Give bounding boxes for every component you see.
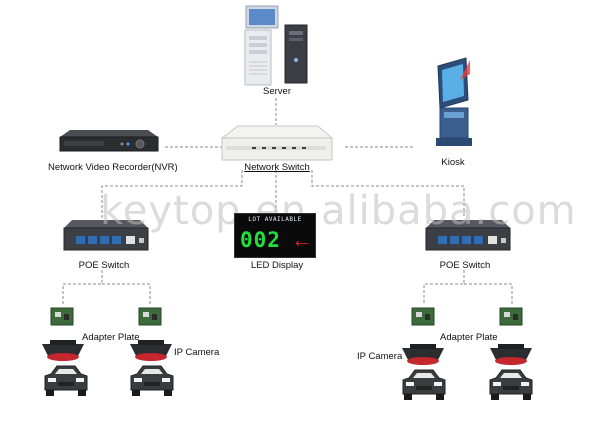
link-poe-right-b — [464, 283, 513, 305]
adapter-plate-icon — [499, 307, 523, 326]
adapter-plate-icon — [138, 307, 162, 326]
adapter-plate-icon — [50, 307, 74, 326]
ip-camera-right-label: IP Camera — [357, 351, 403, 362]
network-switch-label: Network Switch — [244, 162, 310, 173]
ip-camera-icon — [42, 340, 84, 361]
poe-switch-left-icon — [63, 220, 149, 251]
link-poe-left-b — [102, 283, 151, 305]
link-poe-left-a — [62, 270, 103, 305]
adapter-plate-left-label: Adapter Plate — [82, 332, 140, 343]
led-display-panel: LOT AVAILABLE 002 ← — [234, 213, 316, 258]
car-icon — [130, 365, 174, 396]
car-icon — [44, 365, 88, 396]
ip-camera-icon — [490, 344, 532, 365]
kiosk-label: Kiosk — [441, 157, 465, 168]
server-icon — [244, 5, 308, 86]
network-switch-icon — [220, 125, 334, 161]
led-count: 002 — [240, 228, 281, 252]
car-icon — [489, 369, 533, 400]
link-switch-poe-left — [101, 170, 243, 218]
nvr-label: Network Video Recorder(NVR) — [48, 162, 178, 173]
poe-switch-right-icon — [425, 220, 511, 251]
server-label: Server — [263, 86, 291, 97]
ip-camera-icon — [130, 340, 172, 361]
link-poe-right-a — [423, 270, 465, 305]
car-icon — [402, 369, 446, 400]
watermark-text: keytop.en.alibaba.com — [100, 188, 577, 234]
led-display-label: LED Display — [250, 260, 304, 271]
kiosk-icon — [436, 57, 472, 146]
ip-camera-left-label: IP Camera — [174, 347, 220, 358]
led-arrow-icon: ← — [291, 227, 313, 252]
link-switch-poe-right — [311, 170, 465, 218]
ip-camera-icon — [402, 344, 444, 365]
poe-switch-right-label: POE Switch — [439, 260, 491, 271]
connection-lines — [62, 98, 513, 305]
poe-switch-left-label: POE Switch — [78, 260, 130, 271]
adapter-plate-icon — [411, 307, 435, 326]
led-header-text: LOT AVAILABLE — [248, 216, 302, 223]
adapter-plate-right-label: Adapter Plate — [440, 332, 498, 343]
nvr-icon — [59, 130, 159, 152]
